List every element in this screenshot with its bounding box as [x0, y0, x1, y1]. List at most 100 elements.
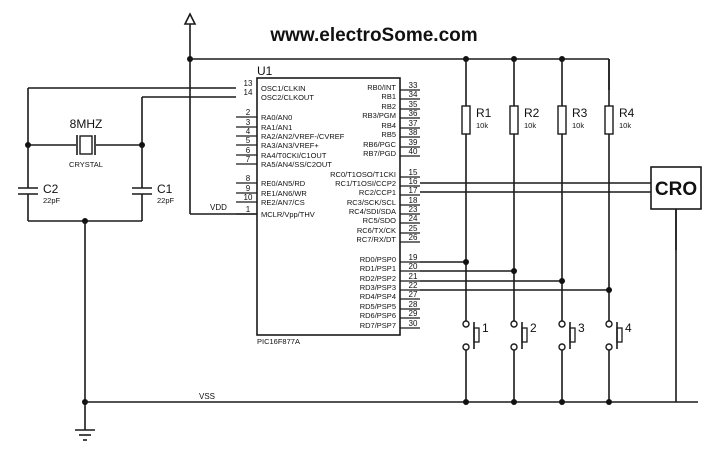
ic-pin-33: 33 RB0/INT: [367, 81, 420, 92]
ic-pin-21: 21 RD2/PSP2: [360, 272, 420, 283]
pin-name: RD7/PSP7: [360, 321, 396, 330]
resistor-r1: [461, 105, 471, 135]
pin-number: 40: [409, 147, 418, 156]
junction-dot: [606, 287, 612, 293]
ic-pin-29: 29 RD6/PSP6: [360, 309, 420, 320]
column-3: R3 10k 3: [420, 59, 588, 405]
pin-number: 33: [409, 81, 418, 90]
pin-number: 19: [409, 253, 418, 262]
pin-number: 3: [246, 118, 251, 127]
ic-pin-19: 19 RD0/PSP0: [360, 253, 420, 264]
pin-number: 5: [246, 136, 251, 145]
switch-label: 1: [482, 321, 489, 335]
crystal: 8MHZ CRYSTAL: [28, 117, 142, 169]
site-title: www.electroSome.com: [269, 25, 477, 46]
pin-number: 27: [409, 290, 418, 299]
c2-value: 22pF: [43, 196, 61, 205]
junction-dot: [511, 399, 517, 405]
pin-number: 39: [409, 138, 418, 147]
vss-label: VSS: [199, 392, 215, 401]
ic-ref: U1: [257, 64, 273, 78]
pin-name: RD0/PSP0: [360, 255, 396, 264]
push-button-3: 3: [558, 320, 585, 351]
pin-name: RC2/CCP1: [359, 188, 396, 197]
resistor-value: 10k: [476, 121, 488, 130]
pin-name: MCLR/Vpp/THV: [261, 210, 315, 219]
pin-name: RD1/PSP1: [360, 264, 396, 273]
pin-number: 38: [409, 128, 418, 137]
resistor-value: 10k: [619, 121, 631, 130]
cro-label: CRO: [655, 179, 697, 200]
junction-dot: [463, 259, 469, 265]
pin-name: RB4: [381, 121, 396, 130]
pin-name: RD3/PSP3: [360, 283, 396, 292]
junction-dot: [559, 278, 565, 284]
pin-number: 20: [409, 262, 418, 271]
pin-name: RA2/AN2/VREF-/CVREF: [261, 132, 345, 141]
c2-ref: C2: [43, 182, 59, 196]
capacitor-c2: C2 22pF: [18, 145, 61, 221]
cro-box: CRO: [650, 166, 702, 210]
ic-pin-39: 39 RB6/PGC: [363, 138, 420, 149]
pin-name: RB3/PGM: [362, 111, 396, 120]
ground-icon: [75, 429, 95, 441]
resistor-value: 10k: [524, 121, 536, 130]
push-button-4: 4: [605, 320, 632, 351]
push-button-1: 1: [462, 320, 489, 351]
resistor-ref: R1: [476, 106, 492, 120]
pin-name: RB7/PGD: [363, 149, 397, 158]
pin-number: 9: [246, 184, 251, 193]
pin-name: RD6/PSP6: [360, 311, 396, 320]
c1-value: 22pF: [157, 196, 175, 205]
pin-name: RE2/AN7/CS: [261, 198, 305, 207]
ic-pin-20: 20 RD1/PSP1: [360, 262, 420, 273]
pin-name: RD2/PSP2: [360, 274, 396, 283]
junction-dot: [559, 399, 565, 405]
pin-number: 16: [409, 177, 418, 186]
resistor-r4: [604, 105, 614, 135]
ic-right-pins: 33RB0/INT34RB135RB236RB3/PGM37RB438RB539…: [330, 81, 420, 330]
pin-number: 6: [246, 146, 251, 155]
ic-pin-40: 40 RB7/PGD: [363, 147, 420, 158]
resistor-ref: R3: [572, 106, 588, 120]
pin-number: 8: [246, 174, 251, 183]
ic-part: PIC16F877A: [257, 337, 300, 346]
pin-number: 21: [409, 272, 418, 281]
pin-name: RB0/INT: [367, 83, 396, 92]
pin-number: 29: [409, 309, 418, 318]
pin-number: 25: [409, 224, 418, 233]
pin-number: 24: [409, 214, 418, 223]
junction-dot: [511, 268, 517, 274]
ic-pin-27: 27 RD4/PSP4: [360, 290, 420, 301]
resistor-ref: R4: [619, 106, 635, 120]
pin-name: RA0/AN0: [261, 113, 292, 122]
pin-name: OSC2/CLKOUT: [261, 93, 314, 102]
pin-name: OSC1/CLKIN: [261, 84, 306, 93]
pin-number: 34: [409, 90, 418, 99]
pin-name: RB6/PGC: [363, 140, 397, 149]
pin-number: 17: [409, 186, 418, 195]
ic-left-pins: 13OSC1/CLKIN14OSC2/CLKOUT2RA0/AN03RA1/AN…: [236, 79, 345, 219]
pin-name: RB5: [381, 130, 396, 139]
resistor-r3: [557, 105, 567, 135]
pin-name: RC1/T1OSI/CCP2: [335, 179, 396, 188]
crystal-value: 8MHZ: [70, 117, 103, 131]
pin-number: 23: [409, 205, 418, 214]
pin-name: RC0/T1OSO/T1CKI: [330, 170, 396, 179]
pin-name: RD4/PSP4: [360, 292, 396, 301]
